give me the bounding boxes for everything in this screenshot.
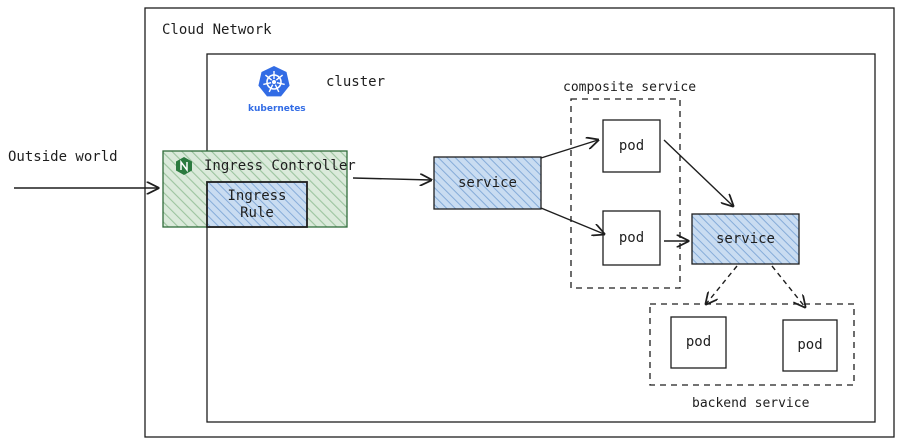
cloud-network-label: Cloud Network	[162, 22, 272, 38]
service-to-pod2-arrow	[540, 207, 604, 234]
nginx-logo-icon	[176, 157, 192, 175]
backend-pod-1	[670, 316, 727, 369]
backend-pod-2-label: pod	[797, 337, 823, 354]
ingress-controller-label: Ingress Controller	[204, 158, 356, 174]
service-to-pod1-arrow	[540, 140, 598, 159]
ingress-rule-box	[206, 181, 308, 228]
kubernetes-logo-text: kubernetes	[248, 104, 306, 114]
backend-service-to-pod2-arrow	[771, 265, 805, 307]
composite-pod-1	[602, 119, 661, 173]
backend-pod-1-label: pod	[685, 334, 712, 351]
backend-pod-2	[782, 319, 838, 372]
composite-service-label: composite service	[563, 80, 697, 95]
backend-service-frame-label: backend service	[692, 396, 810, 411]
outside-world-label: Outside world	[8, 149, 118, 165]
pod1-to-backend-service-arrow	[663, 139, 733, 206]
backend-service-to-pod1-arrow	[706, 265, 738, 304]
backend-service-label: service	[715, 230, 775, 247]
composite-pod-2	[602, 210, 661, 266]
kubernetes-logo-icon	[258, 66, 290, 97]
cluster-frame	[206, 53, 876, 423]
backend-service-frame	[649, 303, 855, 386]
cluster-label: cluster	[326, 74, 386, 90]
backend-service-box	[691, 213, 800, 265]
frontend-service-label: service	[457, 174, 517, 191]
frontend-service-box	[433, 156, 542, 210]
composite-pod-2-label: pod	[618, 229, 645, 246]
ingress-to-service-arrow	[352, 178, 431, 180]
composite-pod-1-label: pod	[618, 137, 645, 154]
cloud-network-frame	[144, 7, 895, 438]
composite-service-frame	[570, 98, 681, 289]
ingress-rule-label: Ingress Rule	[227, 187, 287, 221]
